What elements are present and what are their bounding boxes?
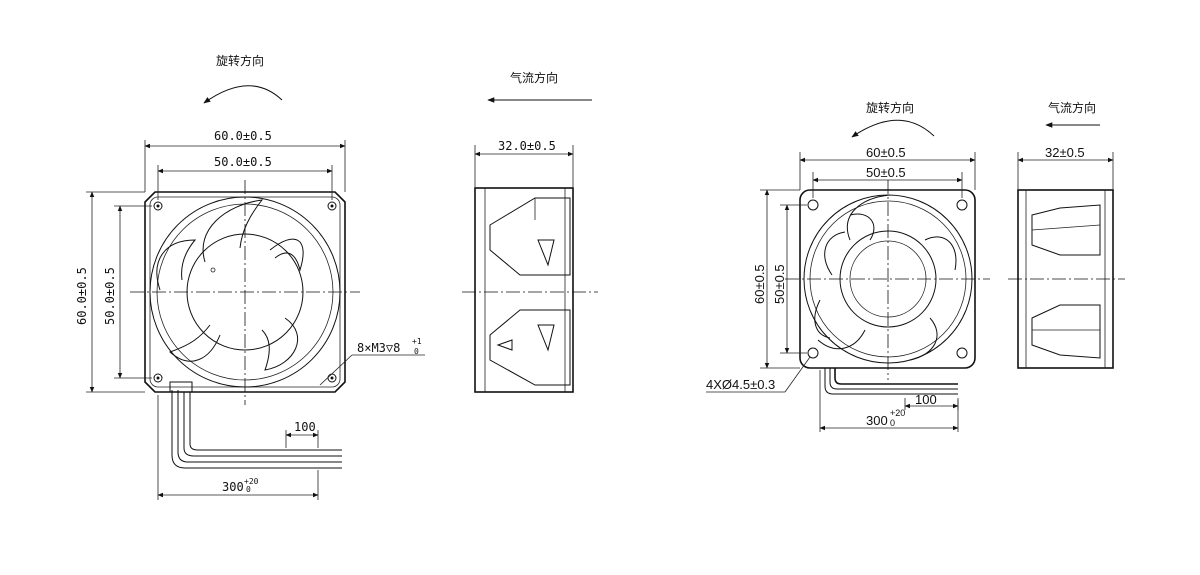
left-frame-width: 60.0±0.5 <box>214 129 272 143</box>
right-mounting-holes-note: 4XØ4.5±0.3 <box>706 377 775 392</box>
right-side-upper-blade <box>1031 204 1101 256</box>
right-lead-length: 300 <box>866 413 888 428</box>
left-depth: 32.0±0.5 <box>498 139 556 153</box>
left-mounting-holes <box>153 201 337 383</box>
right-frame-width: 60±0.5 <box>866 145 906 160</box>
right-mounting-holes <box>807 199 968 359</box>
left-frame-height: 60.0±0.5 <box>75 267 89 325</box>
right-depth: 32±0.5 <box>1045 145 1085 160</box>
left-lead-wire <box>169 381 342 469</box>
left-lead-tol-low: 0 <box>246 485 251 494</box>
right-rotation-label: 旋转方向 <box>866 100 914 115</box>
left-hub-mark <box>210 267 216 273</box>
right-frame-height: 60±0.5 <box>752 264 767 304</box>
left-mounting-holes-note: 8×M3▽8 <box>357 341 400 355</box>
left-hole-spacing-width: 50.0±0.5 <box>214 155 272 169</box>
left-hole-spacing-height: 50.0±0.5 <box>103 267 117 325</box>
right-lead-wire <box>824 368 958 395</box>
right-mounting-leader <box>784 356 811 393</box>
left-mounting-tol-low: 0 <box>414 347 419 356</box>
left-mounting-leader <box>319 354 353 386</box>
right-side-view: 气流方向 32±0.5 <box>1008 100 1125 369</box>
left-side-lower-blade <box>489 309 571 386</box>
left-fan-frame <box>144 191 346 393</box>
right-side-lower-blade <box>1031 304 1101 359</box>
right-hole-spacing-width: 50±0.5 <box>866 165 906 180</box>
left-side-upper-blade <box>489 197 571 276</box>
left-lead-tol-high: +20 <box>244 477 259 486</box>
left-front-view: 旋转方向 60.0±0.5 <box>75 53 425 500</box>
right-lead-strip: 100 <box>915 392 937 407</box>
left-mounting-tol-high: +1 <box>412 337 422 346</box>
left-airflow-label: 气流方向 <box>510 70 558 85</box>
left-lead-strip: 100 <box>294 420 316 434</box>
right-front-view: 旋转方向 60±0.5 50±0.5 <box>706 100 990 432</box>
left-fan-blades <box>156 199 304 371</box>
right-rotation-arrow <box>851 119 935 138</box>
right-fan-blades <box>814 194 957 361</box>
right-airflow-label: 气流方向 <box>1048 100 1096 115</box>
right-lead-tol-high: +20 <box>890 408 905 418</box>
left-lead-length: 300 <box>222 480 244 494</box>
left-rotation-label: 旋转方向 <box>216 53 264 68</box>
left-side-housing <box>474 187 574 393</box>
right-lead-tol-low: 0 <box>890 418 895 428</box>
left-side-view: 气流方向 32.0±0.5 <box>462 70 598 393</box>
left-rotation-arrow <box>203 85 283 104</box>
right-hole-spacing-height: 50±0.5 <box>772 264 787 304</box>
